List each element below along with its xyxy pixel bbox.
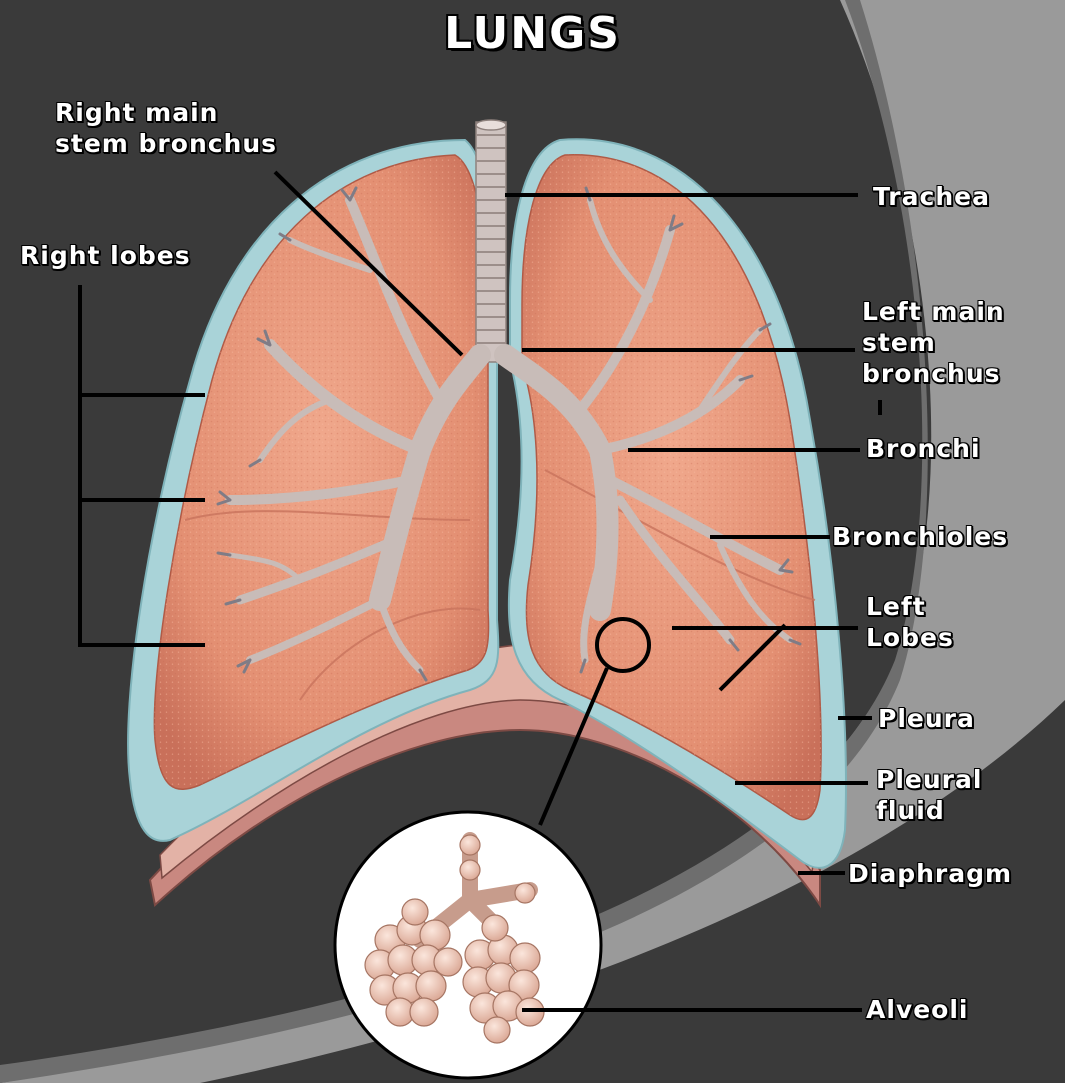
label-bronchioles: Bronchioles xyxy=(832,521,1008,552)
alveoli-inset xyxy=(335,812,601,1078)
label-line: stem xyxy=(862,327,1005,358)
label-line: stem bronchus xyxy=(55,128,277,159)
trachea-shape xyxy=(476,120,506,362)
label-line: Pleural xyxy=(876,764,982,795)
label-alveoli: Alveoli xyxy=(866,994,968,1025)
label-line: fluid xyxy=(876,795,982,826)
label-left-lobes: Left Lobes xyxy=(866,591,954,653)
label-bronchi: Bronchi xyxy=(866,433,981,464)
label-line: bronchus xyxy=(862,358,1005,389)
label-line: Left xyxy=(866,591,954,622)
label-diaphragm: Diaphragm xyxy=(848,858,1012,889)
label-right-lobes: Right lobes xyxy=(20,240,191,271)
label-pleura: Pleura xyxy=(878,703,975,734)
label-line: Left main xyxy=(862,296,1005,327)
label-line: Right main xyxy=(55,97,277,128)
label-right-main-stem-bronchus: Right main stem bronchus xyxy=(55,97,277,159)
label-left-main-stem-bronchus: Left main stem bronchus xyxy=(862,296,1005,389)
diagram-title: LUNGS xyxy=(0,8,1065,59)
label-pleural-fluid: Pleural fluid xyxy=(876,764,982,826)
label-trachea: Trachea xyxy=(873,181,990,212)
label-line: Lobes xyxy=(866,622,954,653)
